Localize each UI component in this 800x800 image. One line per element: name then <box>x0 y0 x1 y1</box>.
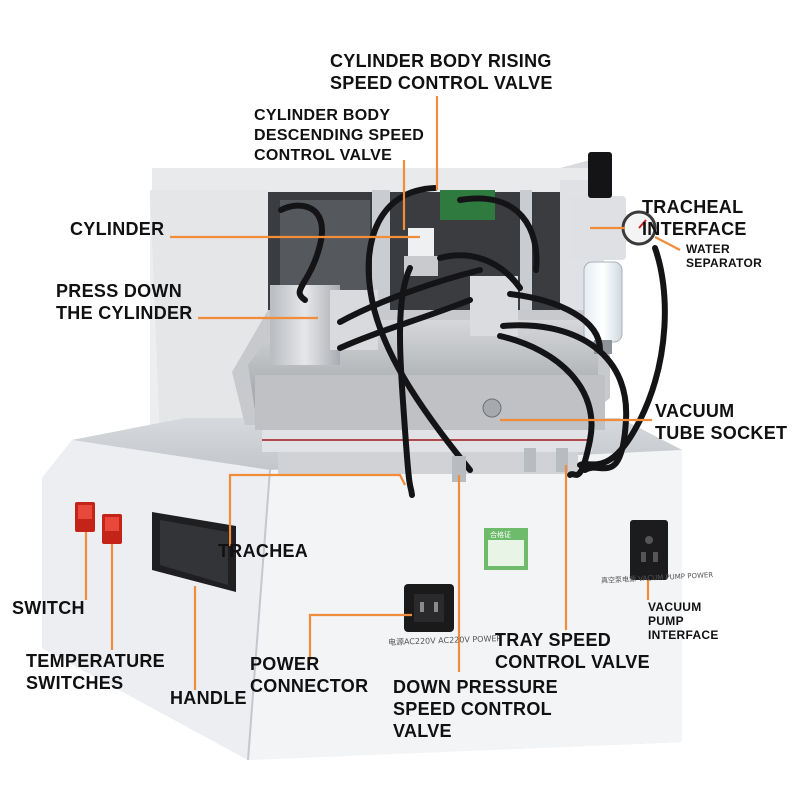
qc-tag-body <box>488 540 524 566</box>
label-vacuum-pump: VACUUM PUMP INTERFACE <box>648 600 719 642</box>
label-temperature-switches: TEMPERATURE SWITCHES <box>26 651 165 693</box>
label-tray-valve: TRAY SPEED CONTROL VALVE <box>495 630 650 672</box>
label-switch: SWITCH <box>12 598 85 618</box>
handle-recess <box>152 512 236 592</box>
label-vacuum-socket: VACUUM TUBE SOCKET <box>655 401 788 443</box>
power-socket-icon[interactable] <box>404 584 454 632</box>
qc-tag-text: 合格证 <box>490 531 511 539</box>
air-hoses <box>278 185 668 498</box>
label-water-separator: WATER SEPARATOR <box>686 242 763 270</box>
label-trachea: TRACHEA <box>218 541 309 561</box>
rocker-switch-icon[interactable] <box>75 502 95 532</box>
label-cylinder: CYLINDER <box>70 219 165 239</box>
label-press-down: PRESS DOWN THE CYLINDER <box>56 281 193 323</box>
label-handle: HANDLE <box>170 688 247 708</box>
universal-outlet-icon[interactable] <box>630 520 668 580</box>
label-power-connector: POWER CONNECTOR <box>250 654 369 696</box>
label-descending-valve: CYLINDER BODY DESCENDING SPEED CONTROL V… <box>254 107 425 164</box>
label-tracheal-interface: TRACHEAL INTERFACE <box>642 197 747 239</box>
label-down-pressure-valve: DOWN PRESSURE SPEED CONTROL VALVE <box>393 677 558 741</box>
temperature-switch-icon[interactable] <box>102 514 122 544</box>
machine-base <box>42 418 682 761</box>
label-rising-valve: CYLINDER BODY RISING SPEED CONTROL VALVE <box>330 51 553 93</box>
cylinder-block <box>270 228 518 365</box>
leader-lines <box>84 96 681 690</box>
